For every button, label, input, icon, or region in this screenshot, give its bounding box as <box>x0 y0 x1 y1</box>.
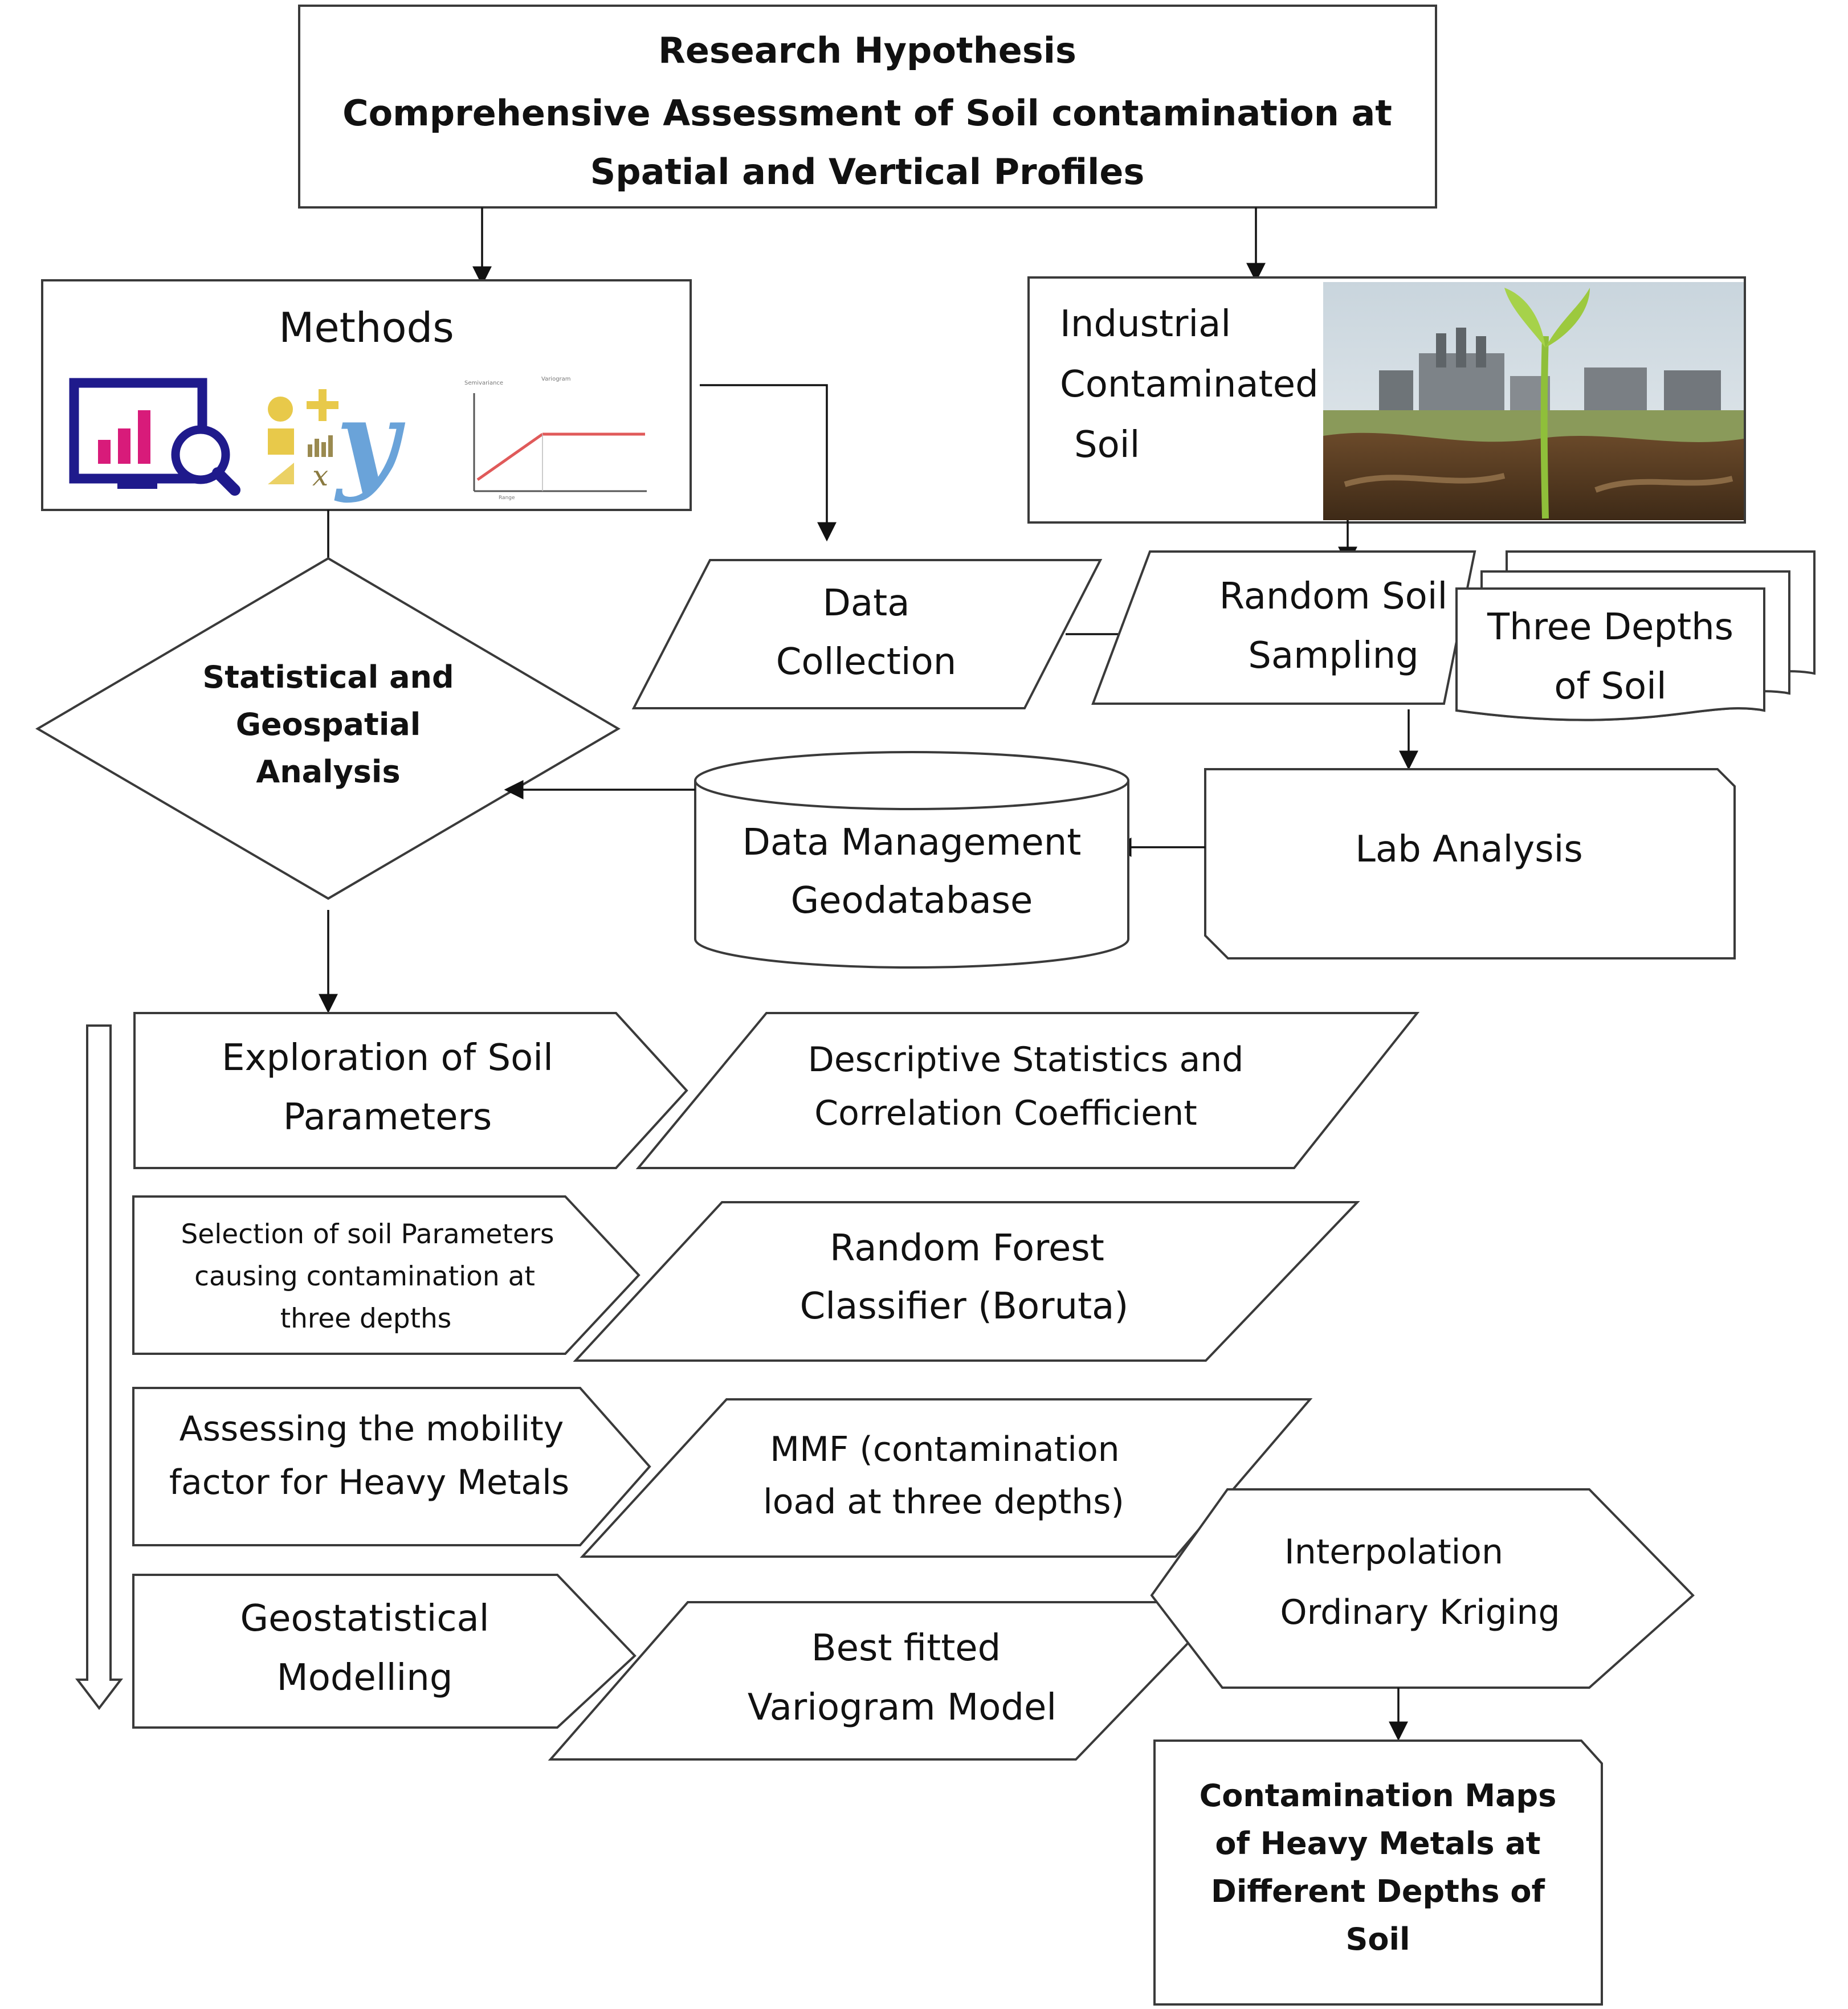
step-mobility-factor: Assessing the mobility factor for Heavy … <box>132 1387 651 1546</box>
step-2-right-line-2: Classifier (Boruta) <box>800 1285 1129 1328</box>
workflow-down-arrow <box>75 1024 124 1710</box>
maps-line-2: of Heavy Metals at <box>1215 1826 1540 1861</box>
methods-box: Methods x y Semivariance <box>41 279 692 511</box>
step-geostatistical-modelling: Geostatistical Modelling <box>132 1574 637 1729</box>
step-2-left-line-2: causing contamination at <box>194 1261 535 1292</box>
three-depths-front-document: Three Depths of Soil <box>1455 587 1765 721</box>
step-3-left-line-2: factor for Heavy Metals <box>169 1463 569 1502</box>
step-random-forest: Random Forest Classifier (Boruta) <box>573 1201 1360 1362</box>
step-descriptive-statistics: Descriptive Statistics and Correlation C… <box>635 1012 1420 1169</box>
hypothesis-line-2: Comprehensive Assessment of Soil contami… <box>342 92 1392 134</box>
maps-line-1: Contamination Maps <box>1200 1778 1557 1814</box>
random-sampling-line-1: Random Soil <box>1219 575 1448 618</box>
maps-line-3: Different Depths of <box>1211 1873 1545 1909</box>
industrial-soil-box: Industrial Contaminated Soil <box>1027 276 1746 524</box>
industrial-line-1: Industrial <box>1060 303 1231 345</box>
three-depths-line-1: Three Depths <box>1487 606 1733 648</box>
step-2-left-line-3: three depths <box>280 1303 452 1334</box>
random-sampling-line-2: Sampling <box>1248 635 1419 677</box>
step-4-right-line-2: Variogram Model <box>748 1687 1056 1729</box>
analysis-line-3: Analysis <box>256 754 400 790</box>
step-3-left-line-1: Assessing the mobility <box>180 1409 564 1449</box>
factory-soil-seedling-photo <box>1323 282 1744 520</box>
step-3-right-line-2: load at three depths) <box>763 1482 1124 1522</box>
step-variogram: Best fitted Variogram Model <box>548 1601 1230 1761</box>
data-collection-box: Data Collection <box>631 559 1103 709</box>
chart-magnifier-icon <box>69 378 240 496</box>
interpolation-hexagon: Interpolation Ordinary Kriging <box>1150 1488 1695 1689</box>
svg-text:Range: Range <box>499 495 515 501</box>
step-3-right-line-1: MMF (contamination <box>770 1430 1119 1469</box>
step-2-left-line-1: Selection of soil Parameters <box>181 1219 554 1250</box>
interpolation-line-2: Ordinary Kriging <box>1280 1592 1560 1632</box>
data-collection-line-2: Collection <box>776 641 957 683</box>
step-selection-parameters: Selection of soil Parameters causing con… <box>132 1195 641 1355</box>
step-1-right-line-2: Correlation Coefficient <box>814 1093 1197 1133</box>
svg-text:Semivariance: Semivariance <box>464 380 503 386</box>
step-4-left-line-2: Modelling <box>277 1657 453 1699</box>
data-collection-line-1: Data <box>823 582 910 624</box>
contamination-maps-box: Contamination Maps of Heavy Metals at Di… <box>1153 1740 1603 2006</box>
three-depths-line-2: of Soil <box>1554 665 1666 708</box>
lab-analysis-label: Lab Analysis <box>1355 828 1583 871</box>
lab-analysis-box: Lab Analysis <box>1204 768 1736 959</box>
geodatabase-line-2: Geodatabase <box>791 880 1033 922</box>
arrow-methods-to-data-collection <box>700 384 837 542</box>
step-2-right-line-1: Random Forest <box>830 1227 1104 1269</box>
svg-text:Variogram: Variogram <box>541 376 571 382</box>
geodatabase-cylinder: Data Management Geodatabase <box>694 751 1129 969</box>
industrial-line-2: Contaminated <box>1060 364 1319 406</box>
svg-text:x: x <box>312 459 328 492</box>
step-mmf: MMF (contamination load at three depths) <box>580 1398 1313 1558</box>
variogram-graph-icon: Semivariance Variogram Range <box>464 376 647 501</box>
step-exploration: Exploration of Soil Parameters <box>133 1012 688 1169</box>
geodatabase-line-1: Data Management <box>743 822 1082 864</box>
hypothesis-title: Research Hypothesis <box>658 30 1076 71</box>
math-symbols-icon: x y <box>268 377 406 504</box>
random-sampling-box: Random Soil Sampling <box>1091 550 1476 705</box>
research-hypothesis-box: Research Hypothesis Comprehensive Assess… <box>298 5 1437 209</box>
step-1-left-line-1: Exploration of Soil <box>222 1037 553 1079</box>
maps-line-4: Soil <box>1345 1921 1410 1957</box>
methods-title: Methods <box>279 304 454 352</box>
step-4-right-line-1: Best fitted <box>811 1627 1001 1669</box>
step-1-right-line-1: Descriptive Statistics and <box>808 1040 1244 1080</box>
hypothesis-line-3: Spatial and Vertical Profiles <box>590 151 1145 193</box>
svg-text:y: y <box>334 377 406 504</box>
analysis-line-2: Geospatial <box>236 707 421 742</box>
analysis-decision: Statistical and Geospatial Analysis <box>35 557 621 900</box>
interpolation-line-1: Interpolation <box>1284 1532 1503 1572</box>
industrial-line-3: Soil <box>1074 424 1140 466</box>
step-4-left-line-1: Geostatistical <box>240 1598 489 1640</box>
step-1-left-line-2: Parameters <box>283 1096 492 1138</box>
analysis-line-1: Statistical and <box>202 659 454 695</box>
